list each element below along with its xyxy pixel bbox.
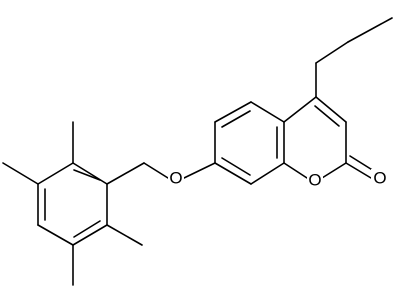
bond-c4a-c5 (250, 101, 285, 123)
bond-ar4-ar5 (37, 224, 74, 246)
bond-ar5-ar6 (72, 224, 108, 246)
bond-ch2-aryl (106, 162, 145, 185)
bond-methyl-left (2, 162, 39, 185)
bond-c2-carbonyl-inner (349, 155, 375, 172)
bond-c7-c8-inner (221, 157, 251, 176)
bond-c8-c8a (250, 162, 285, 185)
pyranone-ring (283, 96, 375, 179)
bond-ar1-ar2-inner (73, 169, 101, 181)
bond-c2-carbonyl (345, 162, 372, 179)
bond-c5-c6 (214, 101, 252, 123)
ether-oxygen-label: O (169, 169, 182, 188)
carbonyl-oxygen-label: O (373, 169, 386, 188)
ether-oxygen-bg (168, 169, 184, 187)
bond-propyl-1 (347, 17, 393, 43)
methyl-groups (2, 121, 143, 286)
bond-propyl-2 (315, 41, 349, 64)
bond-methyl-right (106, 224, 143, 246)
bond-o-ch2 (143, 162, 169, 179)
ring-oxygen-label: O (308, 171, 321, 190)
bond-o1-c8a (283, 162, 308, 179)
propyl-chain (315, 17, 393, 98)
bond-c4-c3-inner (314, 105, 340, 127)
bond-ar1-ar2 (72, 162, 108, 185)
bond-c4-c4a (283, 96, 317, 123)
benzo-ring (214, 101, 285, 185)
bond-c7-c8 (214, 162, 252, 185)
atom-labels: O O O (168, 169, 388, 190)
carbonyl-oxygen-bg (371, 169, 388, 187)
bond-c5-c6-inner (221, 110, 251, 128)
bond-ar5-ar6-inner (73, 220, 101, 238)
ether-linker (106, 162, 216, 185)
bond-ar2-ar3 (37, 162, 74, 185)
tetramethylphenyl-ring (37, 162, 108, 246)
ring-oxygen-bg (307, 169, 323, 187)
bond-c4-c3 (315, 96, 347, 123)
bond-c2-o1 (321, 162, 347, 179)
bond-c7-o (183, 162, 216, 179)
